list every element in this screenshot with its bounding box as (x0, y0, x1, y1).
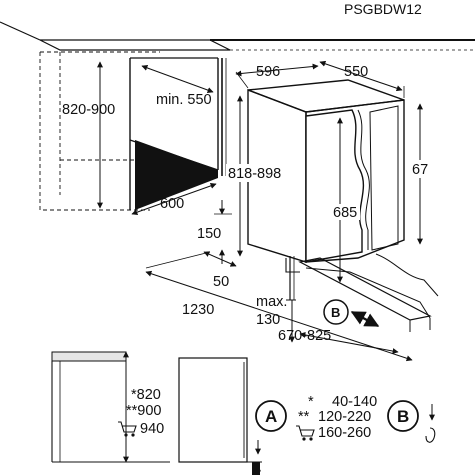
dimension-door-height: 685 (332, 117, 360, 283)
legend-value-1: 40-140 (332, 394, 377, 410)
marker-b-detail: B (323, 299, 380, 328)
appliance-width-label: 596 (256, 64, 280, 80)
toe-offset-label: 50 (213, 274, 229, 290)
door-height-label: 685 (333, 205, 357, 221)
dimension-max-gap: max. 130 (256, 294, 296, 343)
side-height-820: *820 (131, 387, 161, 403)
legend-value-2: 120-220 (318, 409, 371, 425)
legend-sym-2: ** (298, 409, 310, 425)
dimension-niche-width: 600 (131, 182, 217, 216)
hinge-icon (425, 404, 436, 443)
marker-b-label: B (331, 305, 340, 320)
dimension-appliance-height: 818-898 (226, 95, 294, 257)
model-code: PSGBDW12 (344, 1, 422, 17)
open-door-floor (285, 253, 439, 332)
max-value: 130 (256, 312, 280, 328)
marker-a-label: A (265, 407, 277, 426)
legend-value-3: 160-260 (318, 425, 371, 441)
max-label: max. (256, 294, 287, 310)
niche-width-label: 600 (160, 196, 184, 212)
toe-kick-height-label: 150 (197, 226, 221, 242)
marker-b-large-label: B (397, 407, 409, 426)
marker-a: A (255, 400, 287, 432)
legend-sym-1: * (308, 394, 314, 410)
cart-icon (118, 421, 137, 437)
dimension-door-range: 670-825 (278, 328, 399, 354)
dimension-appliance-depth: 550 (319, 60, 405, 98)
dimension-toe-offset: 50 (203, 251, 237, 290)
dimension-appliance-width: 596 (235, 63, 319, 89)
door-range-label: 670-825 (278, 328, 331, 344)
legend-table: * 40-140 ** 120-220 160-260 (296, 394, 377, 441)
cart-icon (296, 425, 315, 441)
dimension-niche-depth: min. 550 (141, 65, 214, 108)
marker-b: B (387, 400, 419, 432)
side-height-label: 67 (412, 162, 428, 178)
open-depth-label: 1230 (182, 302, 214, 318)
side-view-diagram (51, 351, 262, 475)
appliance-body (247, 79, 405, 263)
side-height-940: 940 (140, 421, 164, 437)
niche-height-label: 820-900 (62, 102, 115, 118)
appliance-depth-label: 550 (344, 64, 368, 80)
appliance-height-label: 818-898 (228, 166, 281, 182)
dimension-niche-height: 820-900 (62, 61, 115, 209)
dimension-toe-kick: 150 (197, 200, 232, 264)
niche-depth-label: min. 550 (156, 92, 212, 108)
side-height-900: **900 (126, 403, 161, 419)
dimension-side-height: 67 (408, 103, 475, 245)
